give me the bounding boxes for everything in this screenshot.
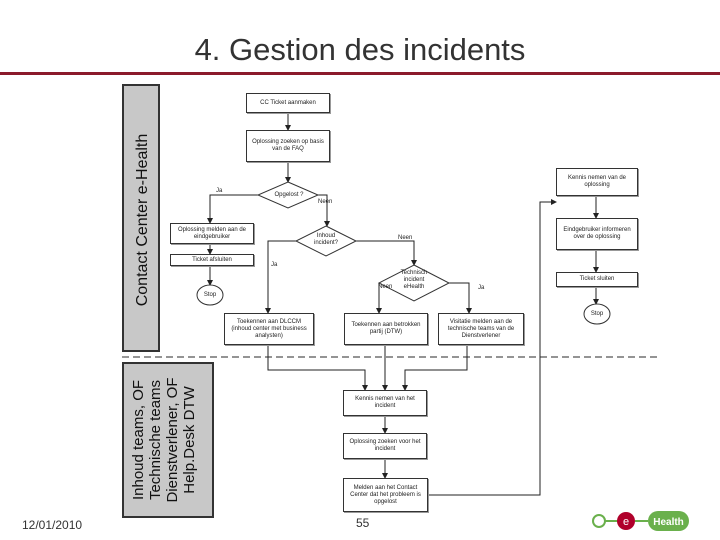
logo-health-text: Health [653, 517, 684, 528]
decision-opgelost [256, 181, 320, 209]
edge-label-ja-1: Ja [216, 188, 223, 194]
edge-label-neen-3: Neen [378, 284, 393, 290]
node-opgelost: Opgelost ? [274, 192, 304, 198]
node-ticket-sluiten: Ticket sluiten [556, 272, 638, 287]
title-divider [0, 72, 720, 75]
edge-label-ja-2: Ja [271, 262, 278, 268]
decision-inhoud [294, 225, 358, 257]
node-technisch-incident: Technisch incident eHealth [400, 270, 428, 290]
edge-label-ja-3: Ja [478, 285, 485, 291]
stop-left-shape [196, 284, 224, 306]
node-stop-right: Stop [590, 311, 604, 317]
logo-ring [592, 514, 606, 528]
edge-inhoud-ja [265, 240, 296, 314]
ehealth-logo: e Health [592, 511, 689, 531]
node-toekennen-dlccm: Toekennen aan DLCCM (inhoud center met b… [224, 313, 314, 345]
node-kennis-incident: Kennis nemen van het incident [343, 390, 427, 416]
edge-label-neen-2: Neen [398, 235, 413, 241]
stop-right-shape [583, 303, 611, 325]
node-ticket-afsluiten: Ticket afsluiten [170, 254, 254, 266]
logo-e-circle [617, 512, 635, 530]
edge-tech-ja [449, 282, 472, 314]
edge-dlccm-to-kennis [267, 345, 368, 391]
page-title: 4. Gestion des incidents [194, 32, 526, 67]
node-oplossing-faq: Oplossing zoeken op basis van de FAQ [246, 130, 330, 162]
node-melden-contact: Melden aan het Contact Center dat het pr… [343, 478, 428, 512]
edge-opgelost-neen [318, 194, 330, 227]
edge-melden-to-cc [428, 199, 557, 496]
node-inhoud-incident: Inhoud incident? [313, 233, 339, 246]
logo-e-text: e [623, 516, 629, 528]
page-number: 55 [356, 516, 370, 530]
footer-date: 12/01/2010 [22, 518, 83, 532]
edge-opgelost-ja [207, 194, 258, 224]
edge-label-neen-1: Neen [318, 199, 333, 205]
node-oplossing-melden: Oplossing melden aan de eindgebruiker [170, 223, 254, 244]
lane-contact-center: Contact Center e-Health [122, 84, 160, 352]
edge-visitatie-to-kennis [402, 345, 468, 391]
node-toekennen-partij: Toekennen aan betrokken partij (DTW) [344, 313, 428, 345]
node-cc-ticket: CC Ticket aanmaken [246, 93, 330, 113]
node-kennis-oplossing: Kennis nemen van de oplossing [556, 168, 638, 196]
edge-inhoud-neen [356, 240, 417, 266]
lane-teams: Inhoud teams, OF Technische teams Dienst… [122, 362, 214, 518]
node-visitatie: Visitatie melden aan de technische teams… [438, 313, 524, 345]
node-stop-left: Stop [203, 292, 217, 298]
node-oplossing-zoeken: Oplossing zoeken voor het incident [343, 433, 427, 459]
decision-technisch [377, 264, 451, 302]
logo-health-pill [648, 511, 689, 531]
node-eindgebruiker-info: Eindgebruiker informeren over de oplossi… [556, 218, 638, 250]
